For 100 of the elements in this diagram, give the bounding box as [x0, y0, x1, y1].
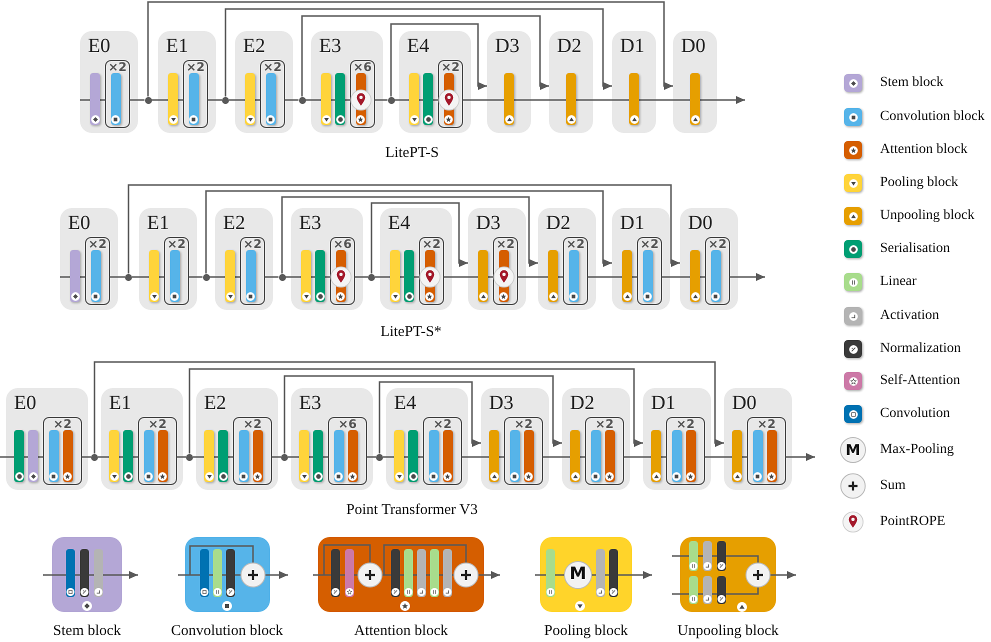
connector-line	[138, 99, 144, 101]
repeat-group-box	[504, 417, 543, 485]
legend-text: Pooling block	[880, 174, 958, 192]
repeat-group-box	[85, 237, 110, 305]
stage-panel	[643, 388, 711, 490]
stage-title: D1	[620, 211, 644, 235]
legend-text: Sum	[880, 477, 906, 495]
legend-text: Normalization	[880, 340, 961, 358]
stage-panel	[487, 31, 531, 133]
block-caption: Attention block	[353, 622, 449, 641]
input-line	[0, 456, 6, 458]
stage-title: E3	[299, 211, 322, 235]
repeat-group-box	[493, 237, 518, 305]
repeat-count: ×2	[707, 238, 728, 250]
connector-line	[363, 276, 368, 278]
repeat-count: ×2	[432, 418, 453, 430]
stage-title: E1	[147, 211, 170, 235]
stage-panel	[612, 208, 670, 310]
stage-panel	[380, 208, 452, 310]
stage-title: E4	[388, 211, 410, 235]
repeat-group-box	[563, 237, 588, 305]
stage-title: E3	[319, 34, 342, 58]
skip-connection-arrow	[390, 23, 487, 96]
repeat-count: ×2	[185, 61, 206, 73]
stage-panel	[481, 388, 549, 490]
legend-text: Convolution	[880, 405, 950, 423]
repeat-count: ×2	[52, 418, 73, 430]
repeat-count: ×2	[594, 418, 615, 430]
legend-text: Convolution block	[880, 108, 985, 126]
connector-line	[383, 456, 386, 458]
legend-text: Stem block	[880, 74, 944, 92]
skip-connection-arrow	[188, 368, 643, 454]
stage-panel	[80, 31, 138, 133]
stage-panel	[680, 208, 738, 310]
stage-title: D2	[557, 34, 582, 58]
stage-title: D2	[570, 391, 594, 415]
repeat-group-box	[705, 237, 730, 305]
stage-title: E4	[407, 34, 430, 58]
skip-connection-arrow	[94, 361, 724, 454]
stage-panel	[196, 388, 278, 490]
skip-connection-arrow	[281, 196, 538, 274]
connector-line	[288, 456, 291, 458]
connector-line	[183, 456, 186, 458]
connector-line	[152, 99, 158, 101]
stage-title: E2	[243, 34, 266, 58]
stage-panel	[291, 208, 363, 310]
stage-title: D2	[546, 211, 570, 235]
stage-title: D3	[495, 34, 520, 58]
repeat-count: ×2	[513, 418, 534, 430]
stage-title: D1	[620, 34, 644, 58]
stage-panel	[386, 388, 468, 490]
connector-line	[193, 456, 196, 458]
repeat-group-box	[666, 417, 705, 485]
connector-line	[273, 276, 278, 278]
stage-panel	[6, 388, 88, 490]
stage-panel	[562, 388, 630, 490]
stage-title: E0	[68, 211, 90, 235]
skip-connection-arrow	[301, 15, 549, 96]
legend-text: Self-Attention	[880, 372, 960, 390]
stage-title: E4	[394, 391, 416, 415]
stage-title: E1	[166, 34, 188, 58]
stage-panel	[724, 388, 792, 490]
legend-text: Attention block	[880, 141, 968, 159]
skip-connection-arrow	[147, 1, 673, 96]
repeat-group-box	[328, 417, 367, 485]
skip-connection-arrow	[224, 8, 612, 96]
repeat-group-box	[330, 237, 355, 305]
connector-line	[286, 276, 291, 278]
repeat-count: ×2	[421, 238, 442, 250]
output-arrow	[792, 453, 815, 461]
repeat-count: ×2	[87, 238, 108, 250]
legend-text: Activation	[880, 307, 940, 325]
connector-line	[596, 276, 612, 278]
repeat-group-box	[747, 417, 786, 485]
repeat-group-box	[423, 417, 462, 485]
stage-panel	[311, 31, 383, 133]
stage-title: D0	[732, 391, 756, 415]
repeat-count: ×2	[242, 418, 263, 430]
stage-title: D0	[681, 34, 706, 58]
stage-title: D3	[489, 391, 514, 415]
connector-line	[383, 99, 388, 101]
legend-text: Linear	[880, 273, 917, 291]
diagram-caption: LitePT-S	[384, 144, 440, 163]
connector-line	[630, 456, 643, 458]
legend-text: Serialisation	[880, 240, 950, 258]
stage-title: E0	[88, 34, 110, 58]
connector-line	[132, 276, 139, 278]
connector-line	[373, 456, 376, 458]
skip-connection-arrow	[378, 381, 481, 454]
connector-line	[452, 276, 468, 278]
legend-text: PointROPE	[880, 513, 946, 531]
repeat-group-box	[164, 237, 189, 305]
connector-line	[88, 456, 91, 458]
connector-line	[711, 456, 724, 458]
stage-panel	[673, 31, 717, 133]
stage-title: E3	[299, 391, 322, 415]
connector-line	[229, 99, 235, 101]
repeat-count: ×2	[166, 238, 187, 250]
repeat-group-box	[260, 60, 285, 128]
stage-panel	[158, 31, 216, 133]
